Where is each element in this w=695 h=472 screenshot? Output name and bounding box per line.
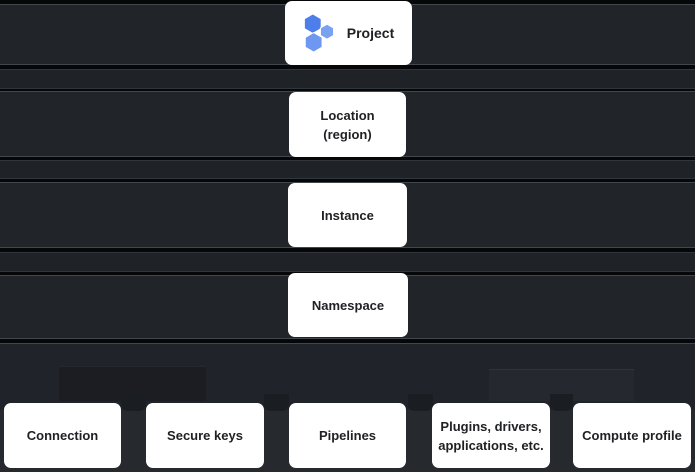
connection-box: Connection [4, 403, 121, 468]
hexagon-bottom-left [304, 31, 323, 53]
plugins-label-line1: Plugins, drivers, [440, 418, 542, 434]
separator-band-1 [0, 69, 695, 89]
namespace-box: Namespace [288, 273, 408, 337]
separator-band-3 [0, 252, 695, 272]
secure-keys-box: Secure keys [146, 403, 264, 468]
project-box: Project [285, 1, 412, 65]
project-label: Project [346, 24, 395, 41]
pipelines-box: Pipelines [289, 403, 406, 468]
compute-profile-box: Compute profile [573, 403, 691, 468]
chip-gap-tab-3 [408, 394, 433, 411]
pipelines-label: Pipelines [318, 428, 377, 443]
secure-keys-label: Secure keys [167, 428, 243, 443]
location-label-line2: (region) [323, 126, 372, 142]
data-fusion-hexagons-icon [303, 13, 335, 53]
instance-label: Instance [321, 207, 374, 223]
location-label-line1: Location [320, 107, 375, 123]
chip-gap-tab-2 [264, 394, 289, 411]
compute-profile-label: Compute profile [582, 428, 682, 443]
plugins-label-line2: applications, etc. [438, 437, 544, 453]
namespace-items-band [0, 343, 695, 410]
separator-band-2 [0, 160, 695, 179]
namespace-label: Namespace [311, 297, 385, 313]
instance-box: Instance [288, 183, 407, 247]
hexagon-right [319, 23, 334, 40]
chip-gap-tab-4 [550, 394, 573, 411]
plugins-box: Plugins, drivers, applications, etc. [432, 403, 550, 468]
connection-label: Connection [26, 428, 99, 443]
location-region-box: Location (region) [289, 92, 406, 157]
hexagon-top-left [303, 13, 322, 35]
chip-gap-tab-1 [121, 394, 146, 411]
